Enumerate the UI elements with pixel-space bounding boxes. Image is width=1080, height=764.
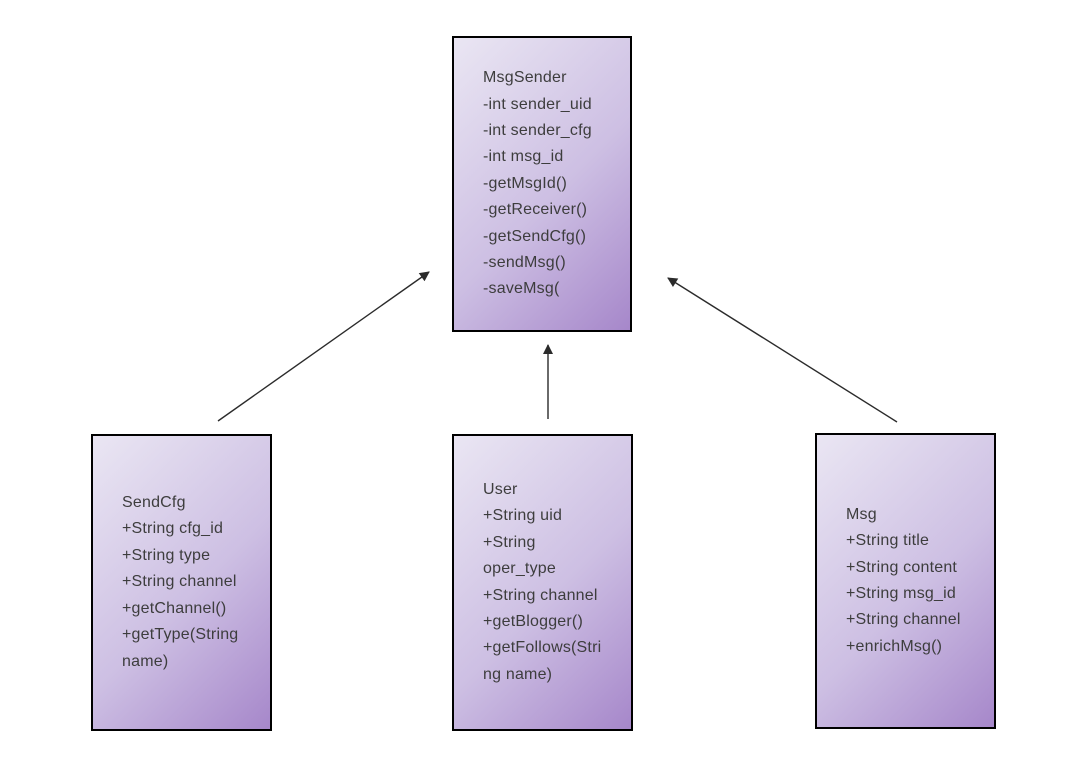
class-member-line: ng name) bbox=[483, 665, 553, 683]
class-name: MsgSender bbox=[483, 69, 567, 87]
class-box-msgsender: MsgSender -int sender_uid -int sender_cfg -… bbox=[452, 36, 632, 332]
class-name: Msg bbox=[846, 505, 877, 523]
class-member-line: +getChannel() bbox=[122, 599, 227, 617]
class-member-line: +String bbox=[483, 533, 536, 551]
class-member-line: +String channel bbox=[846, 611, 961, 629]
class-box-sendcfg: SendCfg +String cfg_id +String type +String… bbox=[91, 434, 272, 731]
class-member-line: -getSendCfg() bbox=[483, 227, 587, 245]
class-member-line: +getType(String bbox=[122, 626, 239, 644]
class-member-line: -saveMsg( bbox=[483, 280, 560, 298]
class-box-user: User +String uid +String oper_type +String c… bbox=[452, 434, 633, 731]
arrow-sendcfg-to-msgsender bbox=[217, 271, 430, 422]
class-member-line: +String msg_id bbox=[846, 585, 956, 602]
class-member-line: +getFollows(Stri bbox=[483, 639, 602, 657]
class-member-line: -getReceiver() bbox=[483, 201, 588, 219]
class-member-line: -getMsgId() bbox=[483, 174, 567, 192]
class-member-line: +getBlogger() bbox=[483, 612, 583, 630]
class-member-line: +String channel bbox=[122, 573, 237, 591]
arrow-msg-to-msgsender bbox=[667, 277, 898, 423]
class-member-line: +String uid bbox=[483, 507, 563, 525]
class-member-line: oper_type bbox=[483, 560, 556, 578]
class-member-line: +String cfg_id bbox=[122, 520, 224, 538]
class-member-line: -sendMsg() bbox=[483, 254, 566, 272]
class-member-line: +String title bbox=[846, 532, 930, 550]
class-name: SendCfg bbox=[122, 494, 186, 512]
class-member-line: -int sender_cfg bbox=[483, 121, 592, 139]
class-member-line: name) bbox=[122, 652, 169, 670]
class-member-line: +String content bbox=[846, 558, 958, 576]
class-member-line: -int sender_uid bbox=[483, 95, 592, 113]
class-member-line: -int msg_id bbox=[483, 148, 564, 166]
class-box-msg: Msg +String title +String content +String m… bbox=[815, 433, 996, 729]
class-member-line: +enrichMsg() bbox=[846, 637, 943, 655]
class-member-line: +String type bbox=[122, 546, 211, 564]
class-member-line: +String channel bbox=[483, 586, 598, 604]
class-name: User bbox=[483, 480, 518, 498]
